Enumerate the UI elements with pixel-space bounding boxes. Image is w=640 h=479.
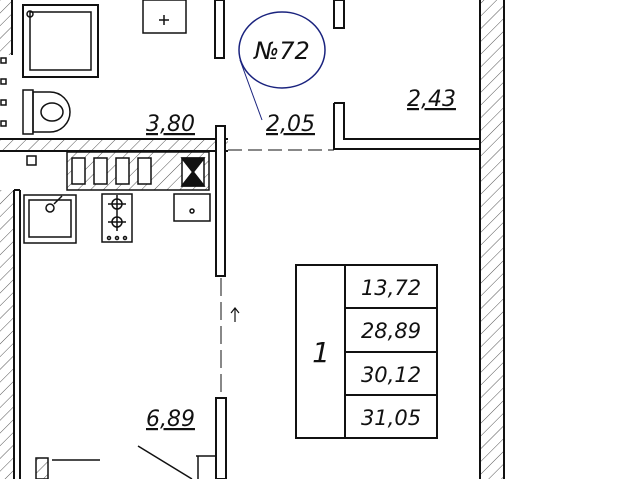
kitchen-area: 6,89 — [146, 407, 195, 432]
vent-shafts-icon — [66, 151, 210, 191]
cabinet-icon — [173, 193, 211, 222]
kitchen-sink-icon — [23, 194, 77, 244]
heater-icon — [35, 457, 100, 479]
bathroom-area: 3,80 — [146, 112, 195, 137]
apartment-number-leader — [239, 59, 263, 121]
living-total-value: 28,89 — [361, 319, 421, 343]
walls — [0, 0, 505, 479]
storage-area: 2,43 — [407, 87, 456, 112]
toilet-icon — [22, 89, 71, 135]
hall-area: 2,05 — [266, 112, 315, 137]
left-wall-hatch — [0, 190, 14, 479]
right-wall-hatch — [480, 0, 504, 479]
room-number: 1 — [312, 336, 330, 369]
stove-icon — [101, 193, 133, 243]
apartment-number-circle — [238, 11, 326, 89]
area-summary-table — [295, 264, 438, 439]
shower-tray-icon — [22, 4, 99, 78]
total-area-value: 30,12 — [361, 363, 421, 387]
arrow-up-icon — [230, 307, 240, 322]
wall-ticks — [0, 57, 37, 166]
apartment-number: №72 — [252, 37, 310, 65]
total-with-balcony-value: 31,05 — [361, 406, 421, 430]
sink-icon — [142, 0, 187, 34]
living-area-value: 13,72 — [361, 276, 421, 300]
door-swing-icon — [137, 445, 216, 479]
left-wall-hatch-top — [0, 0, 12, 55]
bath-bottom-hatch — [0, 139, 228, 151]
